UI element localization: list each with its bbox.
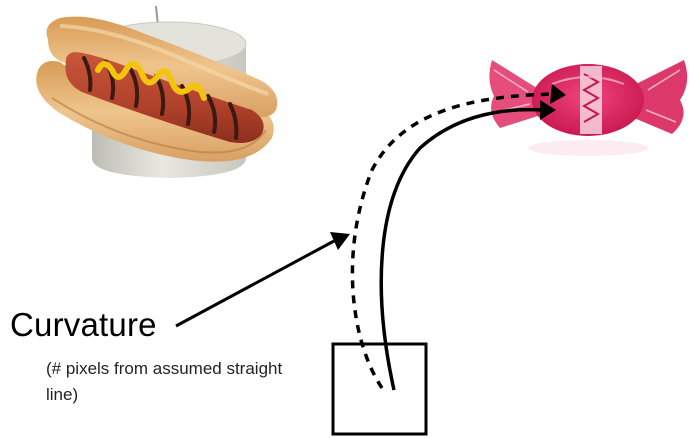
- curvature-pointer-arrow: [175, 239, 335, 328]
- dashed-trajectory-arrow: [350, 92, 555, 389]
- start-box: [331, 342, 428, 436]
- solid-trajectory-arrow: [379, 107, 545, 391]
- dashed-arrow-head-icon: [550, 84, 566, 104]
- hotdog-candle-illustration: [36, 5, 278, 178]
- hotdog-icon: [36, 16, 278, 162]
- solid-arrow-head-icon: [540, 100, 556, 120]
- curvature-note: (# pixels from assumed straight line): [46, 359, 283, 404]
- candy-illustration: [489, 60, 688, 156]
- curvature-pointer-arrow-head-icon: [330, 232, 350, 250]
- curvature-label: Curvature: [10, 306, 157, 343]
- candy-icon: [489, 60, 688, 156]
